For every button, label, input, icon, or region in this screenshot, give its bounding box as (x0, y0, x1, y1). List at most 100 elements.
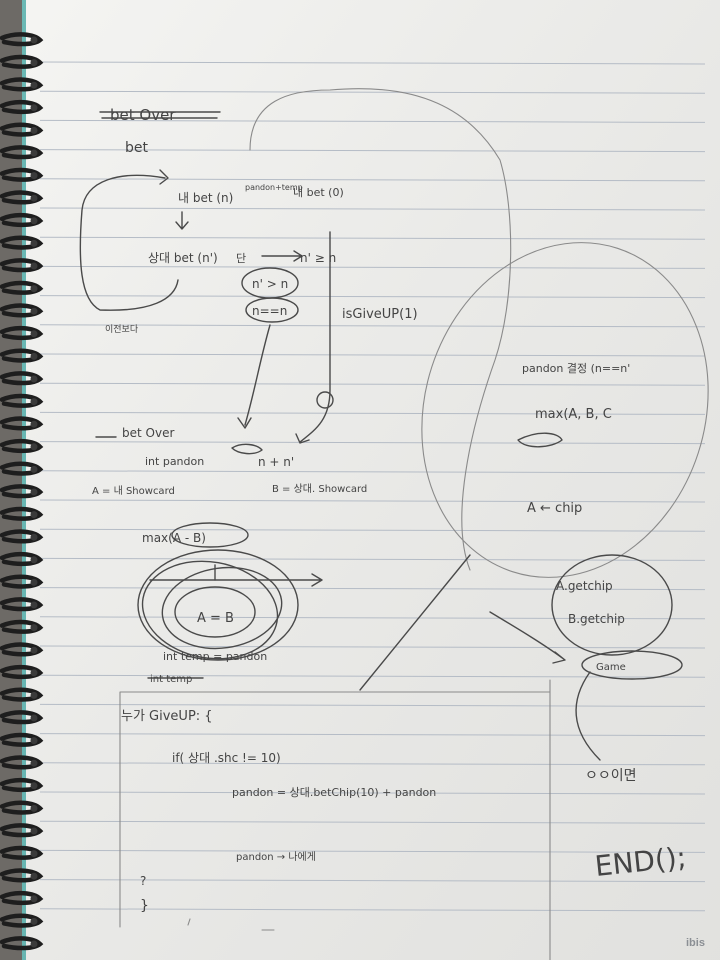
spiral-coil (0, 212, 44, 228)
ruled-line (39, 674, 706, 678)
note-int-temp: int temp = pandon (163, 650, 267, 663)
binding-hole (30, 488, 38, 496)
binding-hole (30, 59, 38, 67)
ruled-line (39, 528, 706, 532)
spiral-coil (0, 145, 44, 160)
note-is-give-up: isGiveUP(1) (342, 307, 418, 322)
spiral-coil (0, 190, 44, 205)
binding-hole (30, 81, 38, 89)
spiral-coil (0, 99, 44, 115)
spiral-coil (0, 54, 44, 69)
binding-hole (30, 782, 38, 790)
ruled-line (39, 265, 706, 269)
spiral-coil (0, 913, 44, 928)
binding-hole (30, 194, 38, 202)
binding-hole (30, 262, 38, 270)
spiral-coil (0, 868, 44, 883)
note-n-sum: n + n' (258, 455, 294, 469)
ruled-line (39, 499, 706, 503)
ruled-line (39, 353, 706, 357)
ruled-line (39, 382, 706, 386)
spiral-coil (0, 597, 44, 612)
ruled-lines (39, 61, 706, 912)
note-a-card: A = 내 Showcard (92, 485, 175, 497)
binding-hole (30, 895, 38, 903)
spiral-coil (0, 936, 44, 951)
note-cond-ge: n' ≥ n (300, 251, 336, 265)
spiral-coil (0, 348, 44, 363)
binding-hole (30, 646, 38, 654)
binding-hole (30, 872, 38, 880)
ruled-line (39, 411, 706, 415)
spiral-coil (0, 687, 44, 702)
ruled-line (39, 616, 706, 620)
binding-hole (30, 601, 38, 609)
spiral-coil (0, 416, 44, 431)
note-my-bet-zero: 내 bet (0) (293, 186, 344, 199)
ruled-line (39, 441, 706, 445)
spiral-coil (0, 777, 44, 793)
spiral-coil (0, 642, 44, 657)
binding-hole (30, 307, 38, 315)
binding-hole (30, 375, 38, 383)
binding-hole (30, 691, 38, 699)
spiral-coil (0, 32, 44, 47)
note-bet-over: bet Over (122, 426, 174, 440)
ruled-line (39, 61, 706, 65)
spiral-coil (0, 845, 44, 860)
ruled-line (39, 295, 706, 299)
spiral-coil (0, 461, 44, 476)
ruled-line (39, 733, 706, 737)
ruled-line (39, 587, 706, 591)
binding-hole (30, 669, 38, 677)
binding-hole (30, 172, 38, 180)
spiral-coil (0, 393, 44, 408)
binding-hole (30, 850, 38, 858)
note-my-bet: 내 bet (n) (178, 191, 233, 205)
binding-hole (30, 149, 38, 157)
note-pandon-temp: pandon+temp (245, 183, 303, 192)
note-pandon-assign: pandon = 상대.betChip(10) + pandon (232, 786, 436, 799)
binding-hole (30, 398, 38, 406)
spiral-coil (0, 574, 44, 589)
spiral-coil (0, 235, 44, 250)
binding-hole (30, 804, 38, 812)
ruled-line (39, 703, 706, 707)
note-pandon-decide: pandon 결정 (n==n' (522, 362, 630, 375)
binding-hole (30, 827, 38, 835)
note-opp-bet: 상대 bet (n') (148, 251, 218, 265)
spiral-coil (0, 325, 44, 341)
spiral-coil (0, 303, 44, 318)
spiral-coil (0, 823, 44, 838)
handwritten-notes: bet Over bet 내 bet (n) pandon+temp 내 bet… (92, 106, 705, 949)
note-b-getchip: B.getchip (568, 612, 625, 626)
spiral-coil (0, 800, 44, 815)
note-a-chip: A ← chip (527, 501, 582, 516)
note-a-eq-b: A = B (197, 611, 234, 626)
note-a-getchip: A.getchip (556, 579, 613, 593)
spiral-coil (0, 506, 44, 521)
binding-hole (30, 465, 38, 473)
spiral-coil (0, 732, 44, 747)
spiral-coil (0, 710, 44, 725)
note-lost: 이전보다 (105, 324, 139, 335)
binding-hole (30, 578, 38, 586)
spiral-coil (0, 664, 44, 680)
note-game: Game (596, 662, 626, 673)
note-question: ? (140, 874, 146, 888)
binding-hole (30, 737, 38, 745)
ruled-line (39, 470, 706, 474)
ruled-line (39, 236, 706, 240)
binding-hole (30, 533, 38, 541)
spiral-coil (0, 890, 44, 906)
ruled-line (39, 119, 706, 123)
ruled-line (39, 207, 706, 211)
crossed-title: bet Over (110, 106, 176, 124)
spiral-coil (0, 551, 44, 567)
ruled-line (39, 820, 706, 824)
note-pandon-to-me: pandon → 나에게 (236, 851, 316, 863)
binding-hole (30, 917, 38, 925)
ruled-line (39, 324, 706, 328)
note-cond-gt: n' > n (252, 277, 288, 291)
